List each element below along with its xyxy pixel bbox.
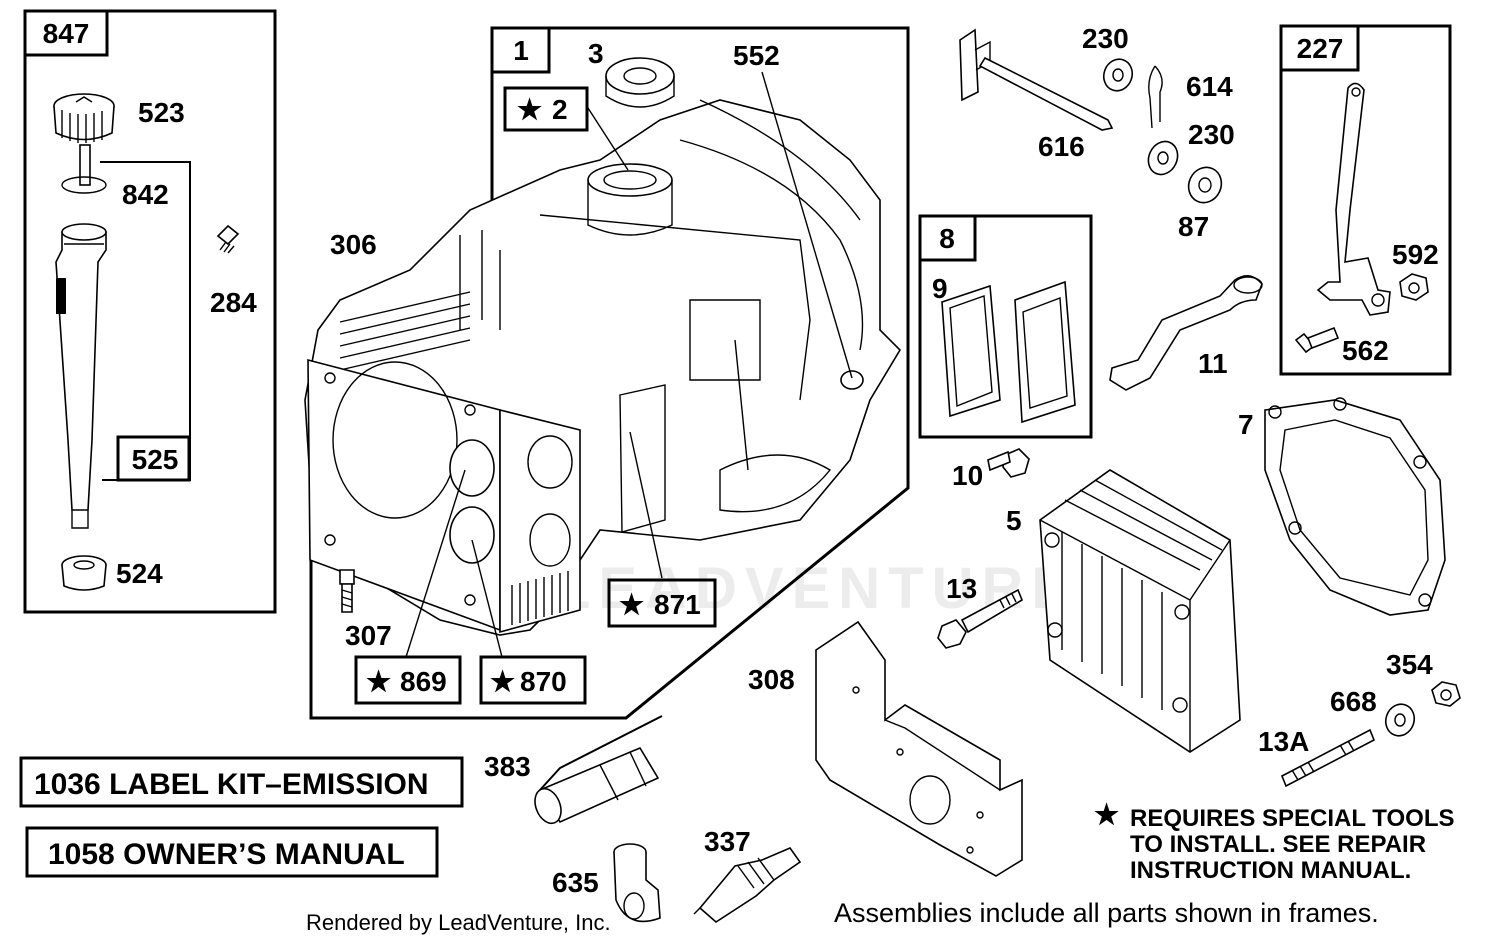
leader-871 — [629, 431, 663, 579]
callout-869-label: 869 — [400, 666, 447, 697]
stud-13a-icon — [1280, 728, 1376, 788]
part-9: 9 — [932, 273, 948, 304]
label-kit-text: 1036 LABEL KIT–EMISSION — [34, 768, 429, 801]
part-337: 337 — [704, 826, 751, 857]
callout-870: ★ 870 — [479, 655, 587, 705]
label-kit-box: 1036 LABEL KIT–EMISSION — [19, 756, 464, 808]
solenoid-383-icon — [534, 715, 663, 825]
part-230-bottom: 230 — [1188, 119, 1235, 150]
part-13a: 13A — [1258, 726, 1309, 757]
frame-1: 1 — [309, 26, 910, 720]
cylinder-head-5-icon — [1039, 469, 1241, 753]
part-7: 7 — [1238, 409, 1254, 440]
washer-668-icon — [1384, 703, 1416, 737]
svg-text:★: ★ — [517, 94, 542, 125]
callout-2-label: 2 — [552, 94, 568, 125]
spark-plug-337-icon — [693, 847, 802, 924]
callout-871: ★ 871 — [607, 578, 717, 628]
cylinder-block-icon — [304, 57, 902, 636]
part-308: 308 — [748, 664, 795, 695]
part-354: 354 — [1386, 649, 1433, 680]
callout-870-label: 870 — [520, 666, 567, 697]
part-306: 306 — [330, 229, 377, 260]
breather-tube-11-icon — [1109, 275, 1263, 391]
screw-284-icon — [216, 224, 240, 254]
leader-2 — [587, 107, 629, 171]
part-383: 383 — [484, 751, 531, 782]
part-10: 10 — [952, 460, 983, 491]
head-gasket-7-icon — [1264, 397, 1446, 616]
note-special-tools-1: REQUIRES SPECIAL TOOLS — [1130, 805, 1455, 832]
frame-525-label: 525 — [132, 444, 179, 475]
part-87: 87 — [1178, 211, 1209, 242]
frame-1-label: 1 — [513, 35, 529, 66]
frame-847-label: 847 — [43, 18, 90, 49]
part-668: 668 — [1330, 686, 1377, 717]
owners-manual-box: 1058 OWNER’S MANUAL — [25, 826, 439, 878]
bolt-10-icon — [987, 448, 1030, 478]
owners-manual-text: 1058 OWNER’S MANUAL — [48, 838, 405, 871]
part-616: 616 — [1038, 131, 1085, 162]
svg-text:★: ★ — [490, 666, 515, 697]
frame-847: 847 525 — [23, 9, 277, 614]
frame-227: 227 — [1279, 24, 1452, 376]
elbow-635-icon — [613, 843, 661, 923]
part-635: 635 — [552, 867, 599, 898]
part-13: 13 — [946, 573, 977, 604]
part-230-top: 230 — [1082, 23, 1129, 54]
callout-869: ★ 869 — [354, 655, 462, 705]
shield-308-icon — [815, 620, 1023, 877]
part-284: 284 — [210, 287, 257, 318]
part-3: 3 — [588, 38, 604, 69]
part-523: 523 — [138, 97, 185, 128]
part-5: 5 — [1006, 505, 1022, 536]
bolt-562-icon — [1294, 326, 1340, 354]
nut-354-icon — [1431, 681, 1461, 707]
governor-lever-icon — [1316, 82, 1391, 316]
svg-text:★: ★ — [366, 666, 391, 697]
hairpin-614-icon — [1148, 65, 1163, 129]
note-star: ★ — [1094, 799, 1119, 830]
washer-230-top-icon — [1102, 58, 1134, 92]
note-special-tools-2: TO INSTALL. SEE REPAIR — [1130, 831, 1426, 858]
part-842: 842 — [122, 179, 169, 210]
seal-87-icon — [1187, 166, 1223, 204]
nut-592-icon — [1399, 273, 1429, 301]
callout-871-label: 871 — [654, 589, 701, 620]
governor-shaft-icon — [959, 28, 1114, 131]
frame-8: 8 — [918, 214, 1093, 439]
part-614: 614 — [1186, 71, 1233, 102]
frame-227-label: 227 — [1297, 33, 1344, 64]
svg-text:★: ★ — [619, 589, 644, 620]
part-11: 11 — [1198, 348, 1228, 379]
leader-552 — [761, 71, 853, 379]
assemblies-note: Assemblies include all parts shown in fr… — [834, 898, 1379, 928]
leader-869 — [405, 469, 466, 658]
screw-307-icon — [339, 569, 355, 613]
part-592: 592 — [1392, 239, 1439, 270]
callout-2: ★ 2 — [503, 86, 589, 132]
dipstick-tube-icon — [53, 93, 115, 591]
leader-870 — [471, 539, 503, 658]
frame-8-label: 8 — [939, 223, 955, 254]
credit-text: Rendered by LeadVenture, Inc. — [306, 910, 611, 935]
breather-gasket-icon — [941, 280, 1076, 424]
washer-230-bottom-icon — [1147, 140, 1179, 176]
note-special-tools-3: INSTRUCTION MANUAL. — [1130, 857, 1411, 884]
part-524: 524 — [116, 558, 163, 589]
part-307: 307 — [345, 620, 392, 651]
bolt-13-icon — [937, 588, 1023, 649]
part-552: 552 — [733, 40, 780, 71]
part-562: 562 — [1342, 335, 1389, 366]
